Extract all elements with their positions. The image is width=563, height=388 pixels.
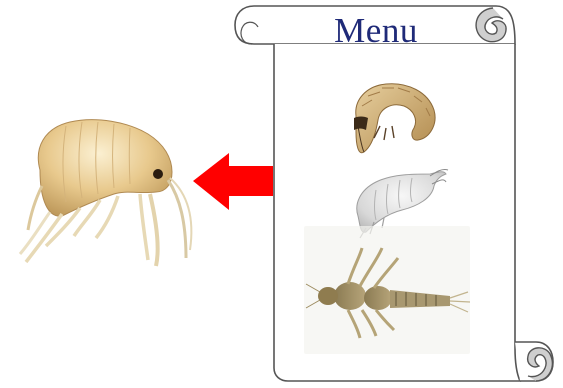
amphipod-image[interactable] [20, 120, 191, 266]
menu-title: Menu [290, 11, 462, 51]
red-arrow-icon [193, 153, 273, 210]
mayfly-nymph-image[interactable] [304, 226, 470, 354]
